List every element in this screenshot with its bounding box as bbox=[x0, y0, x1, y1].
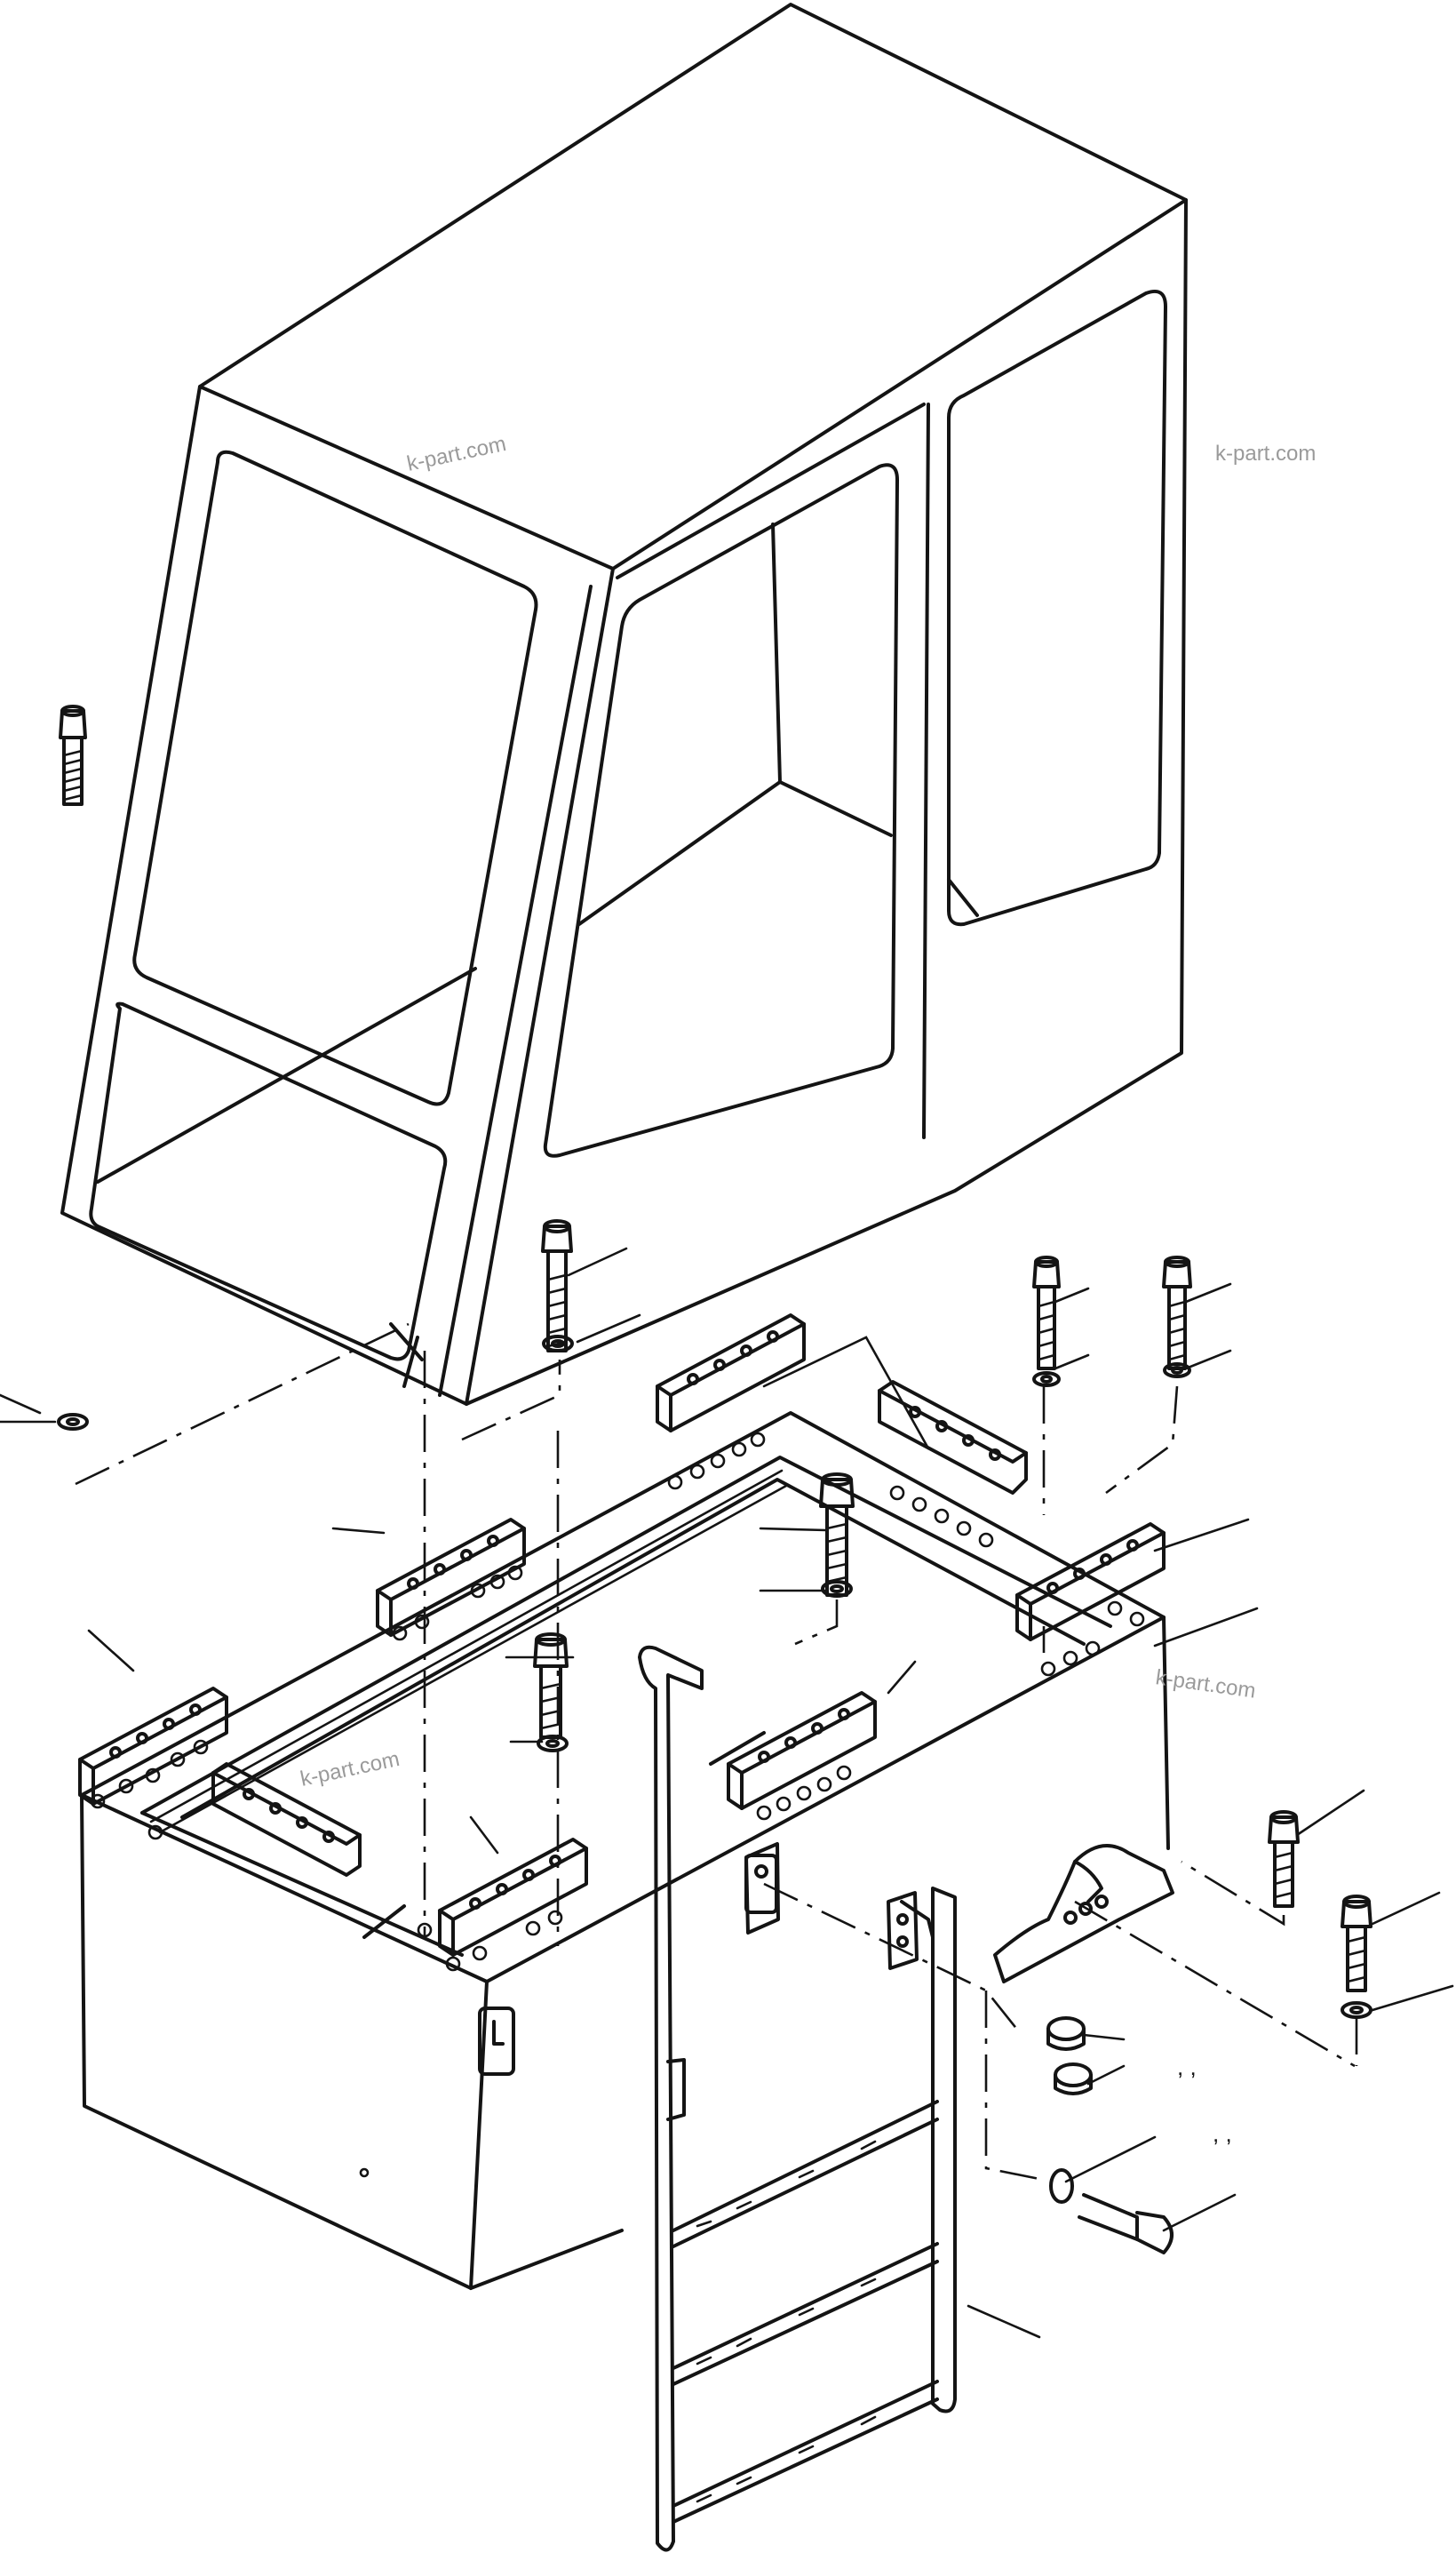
bolt-9 bbox=[1049, 2168, 1174, 2254]
watermark-1: k-part.com bbox=[405, 432, 508, 476]
mount-block-5 bbox=[78, 1687, 228, 1806]
bolt-7 bbox=[1268, 1810, 1300, 1908]
mount-block-6 bbox=[727, 1691, 877, 1810]
stray-mark-1: , , bbox=[1177, 2054, 1197, 2080]
washer-4 bbox=[1163, 1362, 1191, 1378]
stray-mark-2: , , bbox=[1213, 2120, 1232, 2147]
washer-1 bbox=[57, 1413, 89, 1431]
frame-holes bbox=[90, 1432, 1145, 2178]
bolt-2 bbox=[541, 1219, 573, 1352]
bolt-3 bbox=[1032, 1256, 1061, 1370]
floor-frame bbox=[80, 1411, 1170, 2290]
cab-shell bbox=[60, 3, 1188, 1406]
watermark-3: k-part.com bbox=[1154, 1665, 1257, 1703]
washer-3 bbox=[1032, 1371, 1061, 1387]
mounting-bolts bbox=[57, 705, 1372, 2254]
nut-1 bbox=[1046, 2016, 1086, 2051]
watermark-2: k-part.com bbox=[1215, 442, 1316, 466]
mount-block-1 bbox=[656, 1313, 806, 1432]
nut-2 bbox=[1054, 2062, 1093, 2095]
washer-5 bbox=[821, 1580, 853, 1598]
washer-2 bbox=[542, 1335, 574, 1352]
washer-6 bbox=[537, 1735, 569, 1752]
mount-block-2 bbox=[878, 1380, 1028, 1495]
ladder bbox=[638, 1645, 957, 2552]
center-lines bbox=[75, 1322, 1358, 2181]
watermark-4: k-part.com bbox=[298, 1747, 402, 1791]
ladder-side-bracket bbox=[993, 1844, 1174, 1983]
side-latch bbox=[478, 1854, 778, 2076]
mount-block-8 bbox=[438, 1838, 588, 1957]
bolt-6 bbox=[533, 1632, 569, 1739]
mount-block-4 bbox=[1015, 1522, 1166, 1641]
mount-block-7 bbox=[211, 1762, 362, 1877]
washer-8 bbox=[1341, 2001, 1372, 2019]
rubber-mount-blocks bbox=[78, 1313, 1166, 1957]
bolt-8 bbox=[1341, 1895, 1372, 1992]
leader-lines bbox=[0, 1247, 1454, 2339]
bolt-1 bbox=[59, 705, 87, 806]
mount-block-3 bbox=[376, 1518, 526, 1637]
bolt-4 bbox=[1162, 1256, 1192, 1370]
